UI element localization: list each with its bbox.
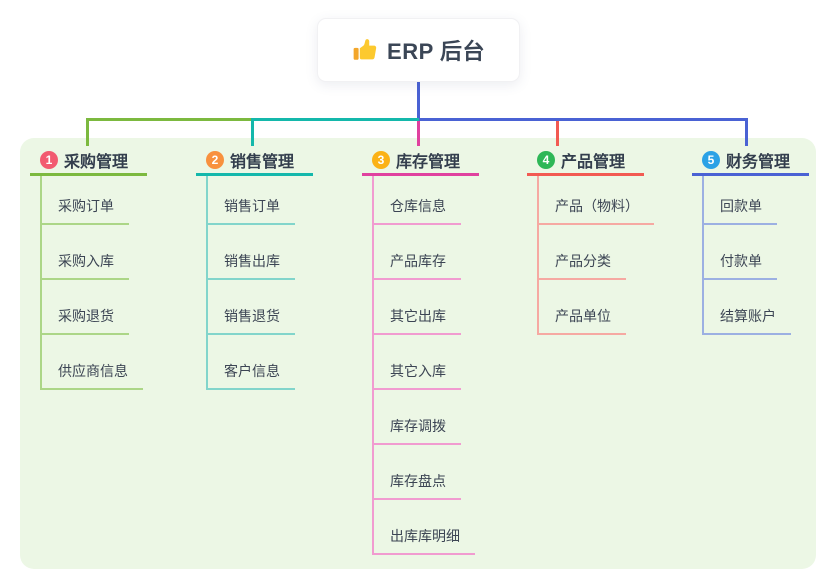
branch-children: 仓库信息 产品库存 其它出库 其它入库 库存调拨 库存盘点 出库库明细 [372, 176, 479, 555]
branch-badge: 3 [372, 150, 390, 169]
connector-stub-branch-4 [556, 121, 559, 146]
child-item[interactable]: 库存调拨 [374, 390, 461, 445]
connector-bar-blue [419, 118, 748, 121]
branch-children: 采购订单 采购入库 采购退货 供应商信息 [40, 176, 147, 390]
connector-stub-branch-2 [251, 118, 254, 146]
branch-sales: 2 销售管理 销售订单 销售出库 销售退货 客户信息 [196, 146, 313, 390]
branch-title-label: 采购管理 [64, 153, 129, 171]
child-item[interactable]: 出库库明细 [374, 500, 475, 555]
child-item[interactable]: 付款单 [704, 225, 777, 280]
connector-stub-branch-3 [417, 121, 420, 146]
child-item[interactable]: 产品（物料） [539, 176, 654, 225]
branch-title-label: 产品管理 [561, 153, 626, 171]
branch-inventory: 3 库存管理 仓库信息 产品库存 其它出库 其它入库 库存调拨 库存盘点 出库库… [362, 146, 479, 555]
child-item[interactable]: 销售退货 [208, 280, 295, 335]
child-item[interactable]: 供应商信息 [42, 335, 143, 390]
branch-title-product[interactable]: 4 产品管理 [527, 146, 644, 176]
child-item[interactable]: 产品分类 [539, 225, 626, 280]
child-item[interactable]: 采购入库 [42, 225, 129, 280]
branch-title-label: 库存管理 [396, 153, 461, 171]
child-item[interactable]: 回款单 [704, 176, 777, 225]
connector-bar-teal [251, 118, 419, 121]
branch-title-purchase[interactable]: 1 采购管理 [30, 146, 147, 176]
connector-stub-branch-5 [745, 118, 748, 146]
child-item[interactable]: 结算账户 [704, 280, 791, 335]
branch-title-inventory[interactable]: 3 库存管理 [362, 146, 479, 176]
branch-badge: 1 [40, 150, 58, 169]
child-item[interactable]: 其它出库 [374, 280, 461, 335]
child-item[interactable]: 产品库存 [374, 225, 461, 280]
background-panel [20, 138, 816, 569]
root-title: ERP 后台 [387, 39, 485, 64]
branch-children: 产品（物料） 产品分类 产品单位 [537, 176, 654, 335]
branch-children: 回款单 付款单 结算账户 [702, 176, 809, 335]
child-item[interactable]: 采购退货 [42, 280, 129, 335]
connector-bar-green [86, 118, 251, 121]
branch-children: 销售订单 销售出库 销售退货 客户信息 [206, 176, 313, 390]
branch-product: 4 产品管理 产品（物料） 产品分类 产品单位 [527, 146, 654, 335]
child-item[interactable]: 产品单位 [539, 280, 626, 335]
connector-root-vertical [417, 82, 420, 119]
child-item[interactable]: 客户信息 [208, 335, 295, 390]
child-item[interactable]: 采购订单 [42, 176, 129, 225]
branch-badge: 5 [702, 150, 720, 169]
thumbs-up-icon [353, 39, 377, 60]
branch-badge: 4 [537, 150, 555, 169]
branch-badge: 2 [206, 150, 224, 169]
branch-title-sales[interactable]: 2 销售管理 [196, 146, 313, 176]
branch-title-label: 财务管理 [726, 153, 791, 171]
connector-stub-branch-1 [86, 118, 89, 146]
branch-finance: 5 财务管理 回款单 付款单 结算账户 [692, 146, 809, 335]
child-item[interactable]: 其它入库 [374, 335, 461, 390]
child-item[interactable]: 仓库信息 [374, 176, 461, 225]
child-item[interactable]: 销售出库 [208, 225, 295, 280]
branch-title-label: 销售管理 [230, 153, 295, 171]
child-item[interactable]: 销售订单 [208, 176, 295, 225]
root-node[interactable]: ERP 后台 [317, 18, 520, 82]
branch-title-finance[interactable]: 5 财务管理 [692, 146, 809, 176]
branch-purchase: 1 采购管理 采购订单 采购入库 采购退货 供应商信息 [30, 146, 147, 390]
child-item[interactable]: 库存盘点 [374, 445, 461, 500]
